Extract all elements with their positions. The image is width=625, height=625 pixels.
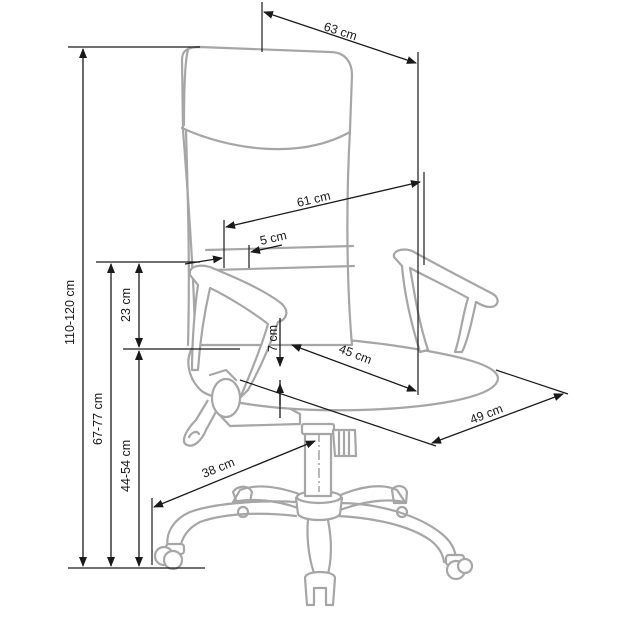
chair-illustration bbox=[153, 45, 499, 607]
dimension-annotations: 63 cm 61 cm 5 cm 110-120 cm 67-77 cm 23 … bbox=[63, 2, 569, 569]
caster-right bbox=[444, 553, 474, 581]
label-7cm: 7 cm bbox=[266, 325, 280, 352]
caster-front bbox=[303, 570, 337, 607]
gas-lift-column bbox=[300, 422, 358, 498]
caster-left bbox=[153, 542, 186, 571]
label-38cm: 38 cm bbox=[200, 455, 237, 481]
chair-base bbox=[153, 485, 474, 607]
armrest-left bbox=[188, 264, 288, 419]
label-44-54cm: 44-54 cm bbox=[119, 440, 133, 492]
label-23cm: 23 cm bbox=[119, 288, 133, 322]
label-67-77cm: 67-77 cm bbox=[91, 393, 105, 445]
label-63cm: 63 cm bbox=[322, 20, 359, 44]
label-5cm: 5 cm bbox=[259, 228, 289, 248]
armrest-right bbox=[392, 248, 499, 354]
label-110-120cm: 110-120 cm bbox=[63, 280, 77, 345]
